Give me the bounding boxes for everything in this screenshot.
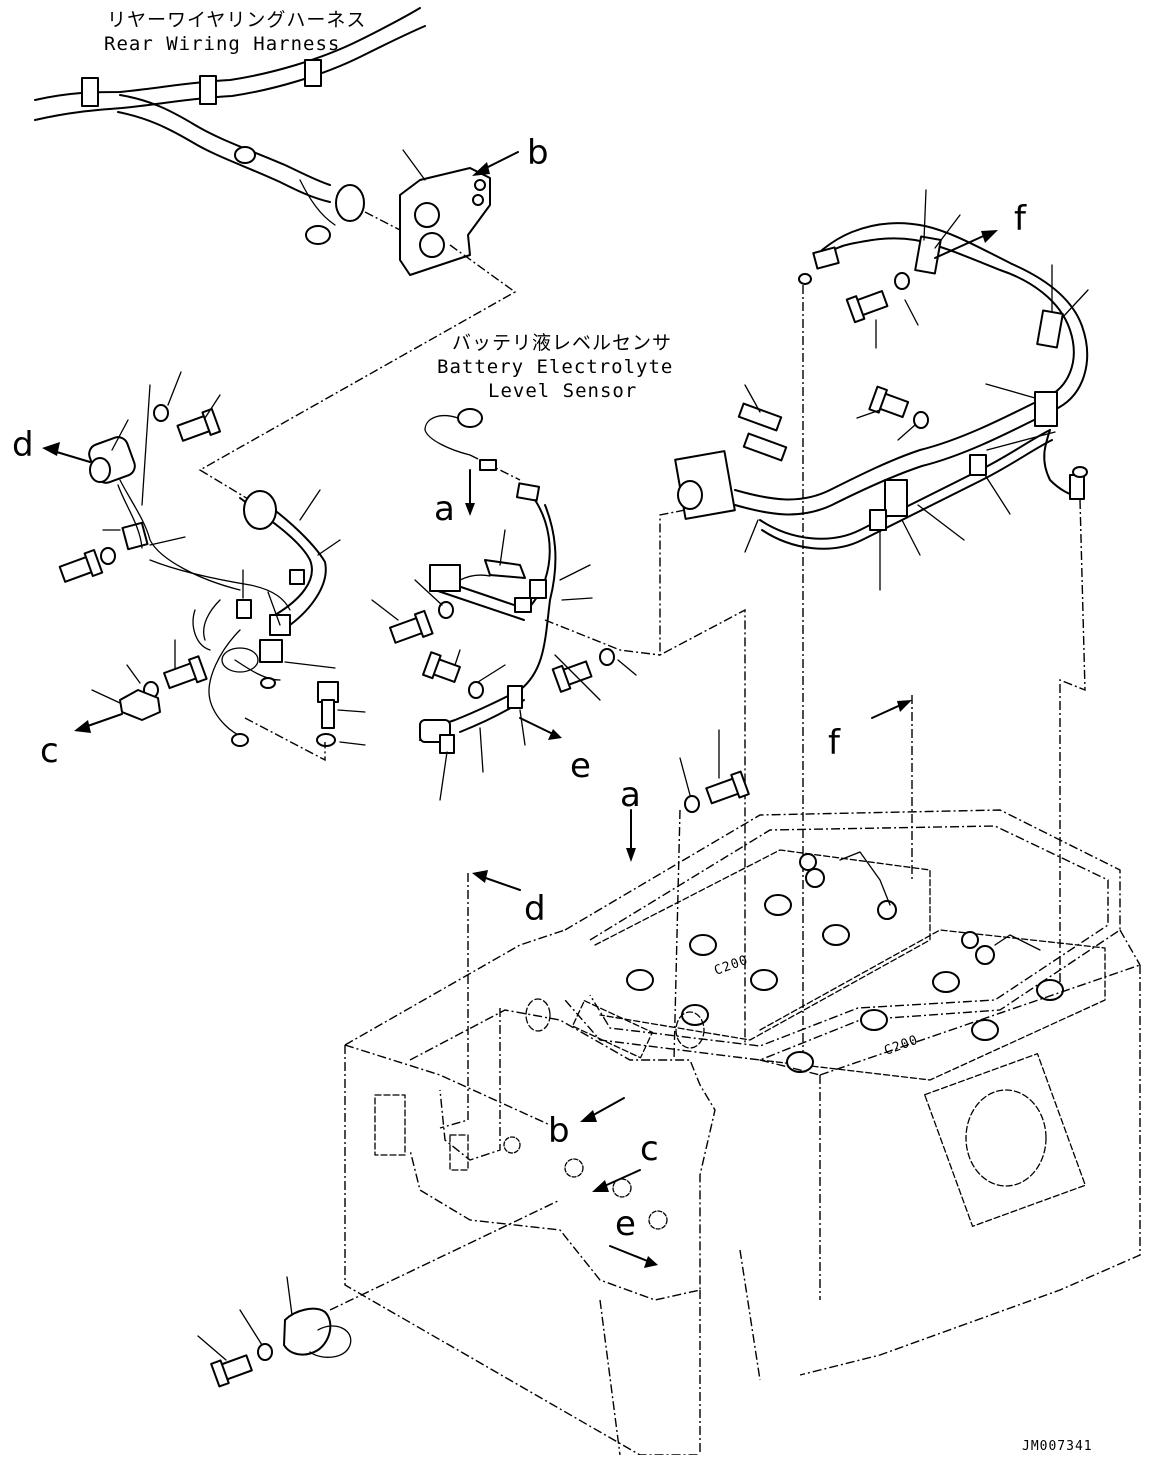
left-harness-assembly: [88, 436, 327, 747]
arrow-d-frame: [479, 875, 521, 891]
rear-harness-label-jp: リヤーワイヤリングハーネス: [107, 9, 366, 31]
callout-b-top: b: [527, 133, 549, 173]
battery-mark-1: C200: [712, 953, 750, 979]
right-bolts: [744, 189, 1089, 591]
callout-e-frame: e: [615, 1204, 636, 1244]
battery-mark-2: C200: [882, 1033, 920, 1059]
callout-a-middle: a: [434, 489, 455, 529]
sensor-harness: [419, 408, 557, 754]
arrow-e-frame: [609, 1245, 651, 1263]
leader-plate-to-harness: [198, 244, 517, 506]
arrow-f-top: [934, 232, 991, 259]
callout-d-frame: d: [524, 889, 546, 929]
sensor-label-en-line1: Battery Electrolyte: [437, 356, 673, 378]
leader-cable-to-battery-3: [1059, 499, 1086, 990]
callout-c-frame: c: [640, 1129, 659, 1169]
battery-cable-assembly: [674, 222, 1089, 550]
arrow-e-middle: [519, 717, 556, 736]
rear-wiring-harness: [34, 7, 426, 245]
bottom-sensor: [197, 1199, 561, 1388]
left-bolts: [58, 371, 366, 762]
callout-c-left: c: [40, 731, 59, 771]
leader-d-frame: [439, 873, 469, 1129]
machine-frame: C200 C200: [344, 809, 1141, 1456]
mounting-plate-b: [399, 149, 491, 276]
middle-bolts: [371, 529, 661, 801]
callout-f-top: f: [1014, 199, 1027, 239]
frame-bolt-a: [673, 729, 750, 1061]
callout-b-frame: b: [548, 1111, 570, 1151]
sensor-label-jp: バッテリ液レベルセンサ: [452, 332, 672, 354]
drawing-code: JM007341: [1022, 1439, 1093, 1454]
callout-f-frame: f: [828, 723, 841, 763]
leader-cable-to-battery-1: [659, 509, 746, 1045]
sensor-label-en-line2: Level Sensor: [488, 380, 637, 402]
arrow-c-frame: [599, 1169, 641, 1189]
callout-a-frame: a: [620, 775, 641, 815]
rear-harness-label-en: Rear Wiring Harness: [104, 33, 340, 55]
callout-e-middle: e: [570, 746, 591, 786]
callout-d-left: d: [12, 425, 34, 465]
